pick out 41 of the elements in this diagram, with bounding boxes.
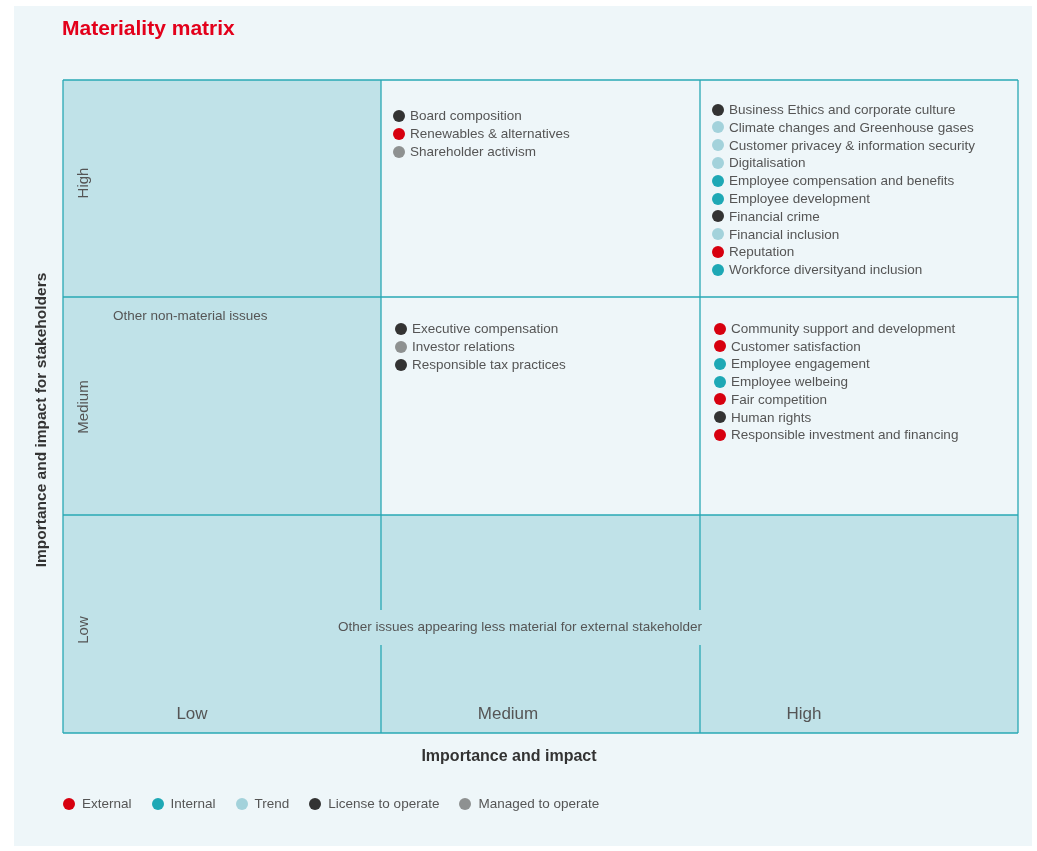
issue-label: Human rights xyxy=(731,409,812,425)
legend-label: Managed to operate xyxy=(478,796,600,811)
issue-label: Community support and development xyxy=(731,321,956,336)
axis-title: Importance and impact xyxy=(421,747,597,765)
legend-label: Internal xyxy=(170,796,216,811)
legend-label: Trend xyxy=(254,796,290,811)
issue-label: Shareholder activism xyxy=(410,144,537,159)
axis-title: Importance and impact for stakeholders xyxy=(32,272,50,568)
issue-label: Business Ethics and corporate culture xyxy=(729,102,956,117)
axis-tick-label: Low xyxy=(73,616,91,644)
issue-label: Employee welbeing xyxy=(731,374,849,390)
legend-label: External xyxy=(82,796,132,811)
region-label: Other non-material issues xyxy=(113,308,268,323)
axis-tick-label: High xyxy=(73,167,91,199)
issue-label: Financial inclusion xyxy=(729,226,840,242)
issue-label: Responsible tax practices xyxy=(412,357,566,372)
axis-tick-label: High xyxy=(786,704,822,724)
issue-label: Executive compensation xyxy=(412,321,559,336)
issue-label: Reputation xyxy=(729,244,795,260)
issue-label: Customer satisfaction xyxy=(731,338,861,354)
issue-label: Digitalisation xyxy=(729,155,806,171)
issue-label: Board composition xyxy=(410,108,522,123)
issue-label: Employee engagement xyxy=(731,356,870,372)
issue-label: Responsible investment and financing xyxy=(731,427,959,443)
issue-label: Workforce diversityand inclusion xyxy=(729,262,923,278)
issue-label: Employee development xyxy=(729,191,871,206)
issue-label: Investor relations xyxy=(412,339,515,354)
matrix-cell xyxy=(63,515,1018,733)
axis-tick-label: Low xyxy=(176,704,208,724)
region-label: Other issues appearing less material for external stakeholder xyxy=(338,619,702,634)
matrix-cell xyxy=(63,80,381,515)
axis-tick-label: Medium xyxy=(73,380,91,434)
issue-label: Financial crime xyxy=(729,208,820,224)
issue-label: Customer privacey & information security xyxy=(729,137,976,153)
issue-label: Employee compensation and benefits xyxy=(729,173,955,189)
axis-tick-label: Medium xyxy=(477,704,539,724)
title: Materiality matrix xyxy=(62,16,235,40)
issue-label: Renewables & alternatives xyxy=(410,126,570,141)
legend-label: License to operate xyxy=(328,796,440,811)
issue-label: Climate changes and Greenhouse gases xyxy=(729,119,974,135)
issue-label: Fair competition xyxy=(731,391,828,407)
